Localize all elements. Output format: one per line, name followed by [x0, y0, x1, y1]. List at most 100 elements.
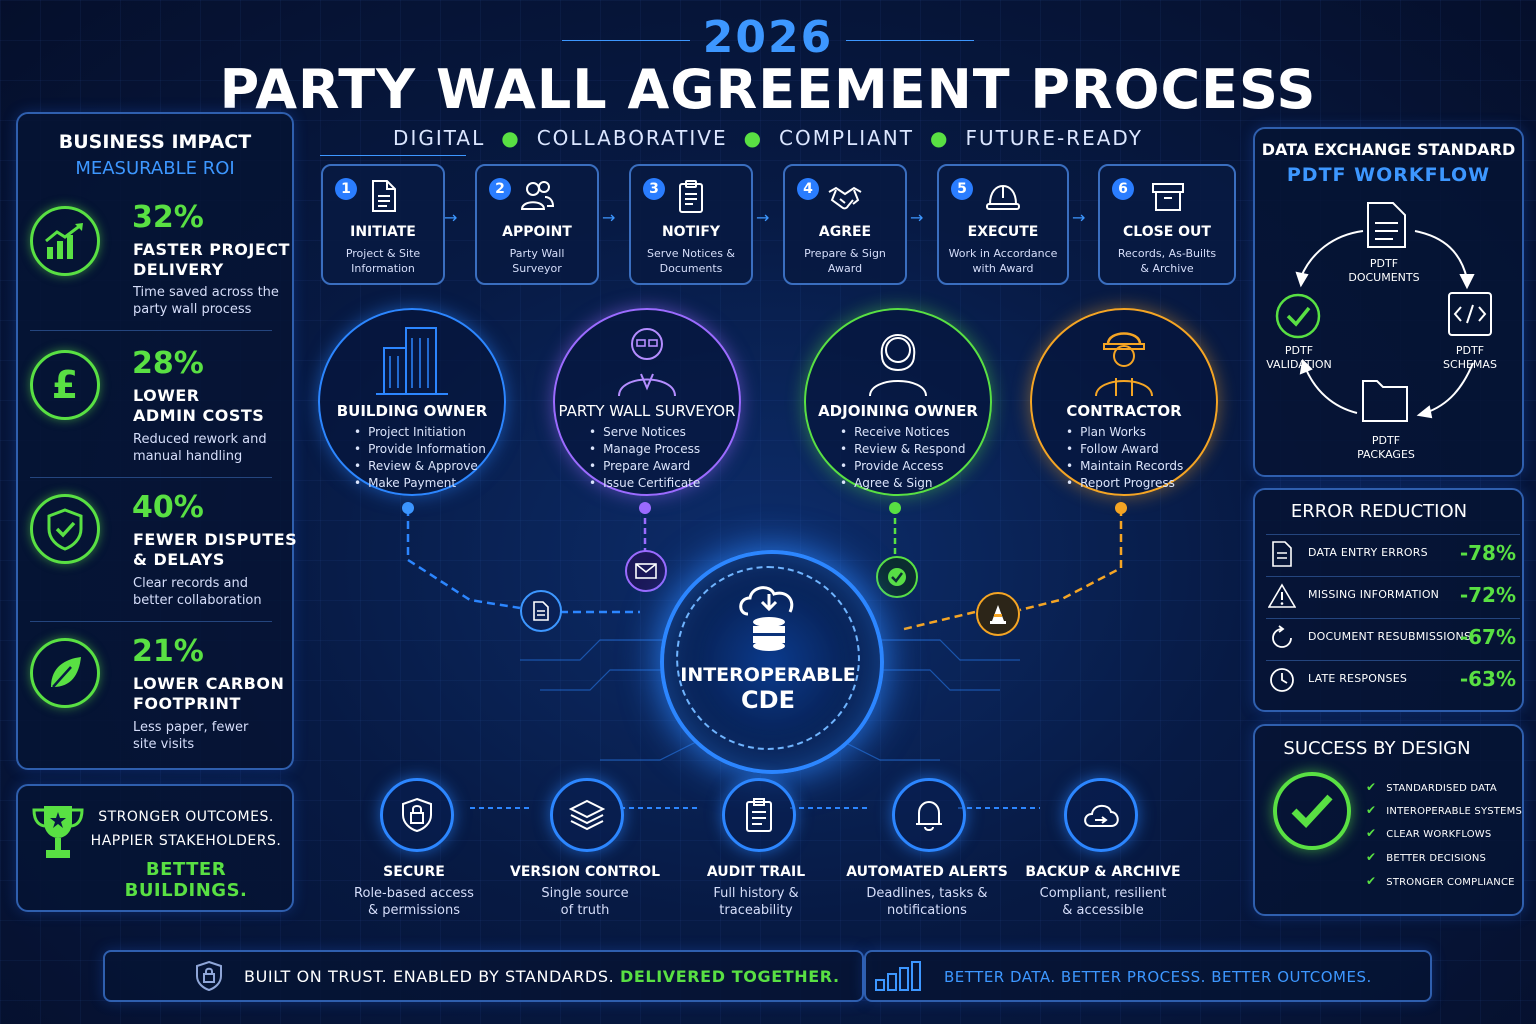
- feature-desc: Full history &traceability: [713, 886, 799, 918]
- tagline: DIGITAL●COLLABORATIVE●COMPLIANT●FUTURE-R…: [393, 126, 1143, 150]
- step-close-out[interactable]: 6 CLOSE OUT Records, As-Builts& Archive: [1098, 164, 1236, 285]
- pdtf-subtitle: PDTF WORKFLOW: [1286, 164, 1491, 186]
- error-label: LATE RESPONSES: [1308, 672, 1408, 685]
- stakeholder-adjoining-owner[interactable]: ADJOINING OWNER Receive NoticesReview & …: [804, 308, 992, 496]
- outcome-line-2: HAPPIER STAKEHOLDERS.: [90, 833, 282, 849]
- step-number: 2: [489, 178, 511, 200]
- error-reduction-title: ERROR REDUCTION: [1290, 501, 1468, 522]
- footer-right-banner: [864, 950, 1432, 1002]
- clipboard-icon: [679, 180, 703, 213]
- feature-name: VERSION CONTROL: [509, 864, 660, 880]
- big-check-icon: [1273, 772, 1351, 850]
- tag-digital: DIGITAL: [393, 126, 486, 150]
- layers-icon: [550, 778, 624, 852]
- cde-label-1: INTEROPERABLE: [680, 664, 856, 686]
- cloud-sync-icon: [1064, 778, 1138, 852]
- step-desc: Records, As-Builts& Archive: [1117, 247, 1217, 275]
- success-item: ✔STANDARDISED DATA: [1366, 780, 1497, 794]
- cde-inner-ring: [676, 566, 860, 750]
- lock-shield-icon: [196, 960, 222, 992]
- feature-desc: Role-based access& permissions: [354, 886, 474, 918]
- handshake-icon: [828, 186, 862, 210]
- success-item: ✔STRONGER COMPLIANCE: [1366, 874, 1515, 888]
- cloud-database-icon: [739, 586, 794, 651]
- pdtf-cycle: [1275, 202, 1492, 422]
- cde-label-2: CDE: [741, 686, 795, 714]
- success-item: ✔CLEAR WORKFLOWS: [1366, 826, 1492, 840]
- step-notify[interactable]: 3 NOTIFY Serve Notices &Documents: [629, 164, 753, 285]
- stakeholder-contractor[interactable]: CONTRACTOR Plan WorksFollow AwardMaintai…: [1030, 308, 1218, 496]
- error-row: DOCUMENT RESUBMISSIONS-67%: [1266, 618, 1520, 657]
- tag-compliant: COMPLIANT: [779, 126, 914, 150]
- footer-left-banner: [103, 950, 864, 1002]
- separator: [30, 477, 272, 478]
- feature-name: AUTOMATED ALERTS: [846, 864, 1008, 880]
- building-icon: [376, 327, 448, 395]
- feature-name: AUDIT TRAIL: [706, 864, 806, 880]
- check-circle-icon: [876, 556, 918, 598]
- footer-right-text: BETTER DATA. BETTER PROCESS. BETTER OUTC…: [944, 968, 1372, 986]
- year-heading: 2026: [702, 12, 834, 63]
- document-icon: [1272, 541, 1292, 567]
- clock-icon: [1270, 668, 1294, 692]
- feature-name: SECURE: [383, 864, 445, 880]
- archive-box-icon: [1152, 183, 1184, 211]
- error-row: LATE RESPONSES-63%: [1266, 660, 1520, 699]
- pdtf-document-icon: [1367, 202, 1406, 248]
- bell-icon: [892, 778, 966, 852]
- metric-pct-disputes: 40%: [132, 490, 204, 525]
- step-name: INITIATE: [350, 224, 416, 240]
- document-icon: [372, 180, 396, 212]
- success-item: ✔INTEROPERABLE SYSTEMS: [1366, 803, 1523, 817]
- shield-check-icon: [30, 494, 100, 564]
- hard-hat-icon: [986, 184, 1020, 210]
- feature-desc: Deadlines, tasks &notifications: [866, 886, 988, 918]
- woman-person-icon: [869, 334, 927, 397]
- impact-subtitle: MEASURABLE ROI: [75, 158, 235, 179]
- stakeholder-name: PARTY WALL SURVEYOR: [558, 402, 736, 420]
- clipboard-icon: [722, 778, 796, 852]
- stakeholder-tasks: Project InitiationProvide InformationRev…: [354, 424, 486, 492]
- stakeholder-tasks: Serve NoticesManage ProcessPrepare Award…: [589, 424, 700, 492]
- arrow-right-icon: →: [1072, 208, 1086, 227]
- stakeholder-party-wall-surveyor[interactable]: PARTY WALL SURVEYOR Serve NoticesManage …: [553, 308, 741, 496]
- stakeholder-name: CONTRACTOR: [1066, 402, 1182, 420]
- tag-future-ready: FUTURE-READY: [965, 126, 1143, 150]
- step-number: 3: [643, 178, 665, 200]
- step-name: NOTIFY: [661, 224, 721, 240]
- bar-chart-icon: [875, 961, 921, 991]
- stakeholder-tasks: Plan WorksFollow AwardMaintain RecordsRe…: [1066, 424, 1183, 492]
- error-value: -78%: [1459, 541, 1516, 565]
- arrow-right-icon: →: [602, 208, 616, 227]
- step-number: 1: [335, 178, 357, 200]
- step-desc: Serve Notices &Documents: [647, 247, 735, 275]
- tag-collaborative: COLLABORATIVE: [536, 126, 728, 150]
- stakeholder-building-owner[interactable]: BUILDING OWNER Project InitiationProvide…: [318, 308, 506, 496]
- steps-rule: [320, 155, 466, 156]
- step-name: APPOINT: [502, 224, 572, 240]
- metric-pct-carbon: 21%: [132, 634, 204, 669]
- separator: [30, 330, 272, 331]
- error-row: DATA ENTRY ERRORS-78%: [1266, 534, 1520, 573]
- pdtf-title: DATA EXCHANGE STANDARD: [1261, 140, 1516, 159]
- error-value: -72%: [1459, 583, 1516, 607]
- arrow-right-icon: →: [910, 208, 924, 227]
- people-icon: [520, 181, 555, 210]
- feature-desc: Compliant, resilient& accessible: [1039, 886, 1167, 918]
